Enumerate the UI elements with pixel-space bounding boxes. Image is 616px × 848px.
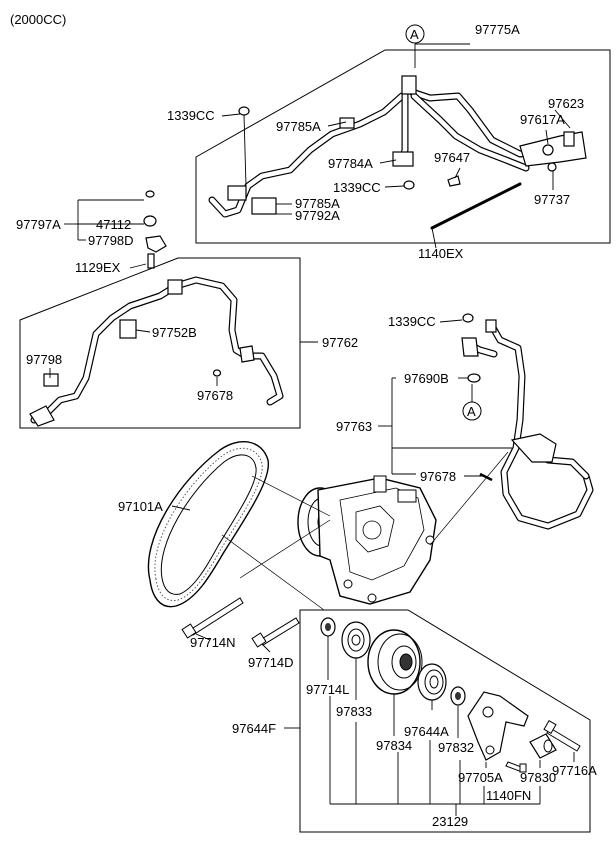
label-97644F: 97644F	[232, 721, 276, 736]
group-box-97644F	[299, 609, 591, 833]
group-box-97762	[19, 257, 301, 429]
label-97644A: 97644A	[404, 724, 449, 739]
label-23129: 23129	[432, 814, 468, 829]
compressor-body	[297, 475, 437, 605]
nut-1339CC-mid	[403, 180, 415, 190]
label-97833: 97833	[336, 704, 372, 719]
label-97785A-lower: 97785A	[295, 196, 340, 211]
label-1339CC-top: 1339CC	[167, 108, 215, 123]
washer-97714L	[320, 617, 336, 637]
clip-97798	[43, 373, 59, 387]
cap-97797A	[145, 190, 155, 198]
hose-97763	[468, 322, 594, 530]
bolt-1129EX	[147, 253, 155, 269]
label-97647: 97647	[434, 150, 470, 165]
label-97830: 97830	[520, 770, 556, 785]
label-97617A: 97617A	[520, 112, 565, 127]
label-97737: 97737	[534, 192, 570, 207]
bracket-97705A	[467, 691, 529, 761]
label-97101A: 97101A	[118, 499, 163, 514]
service-port-97775A	[401, 75, 417, 95]
hose-97775A	[208, 88, 544, 218]
label-97678-left: 97678	[197, 388, 233, 403]
label-47112: 47112	[96, 217, 131, 232]
fitting-97762-top	[167, 279, 183, 295]
label-97797A: 97797A	[16, 217, 61, 232]
label-97714D: 97714D	[248, 655, 294, 670]
label-97752B: 97752B	[152, 325, 197, 340]
fitting-97763-upper	[461, 337, 479, 357]
ref-marker-a-lower-label: A	[467, 404, 476, 419]
label-97678-right: 97678	[420, 469, 456, 484]
fitting-97785A-lower	[227, 185, 247, 201]
ref-marker-a-top: A	[405, 24, 425, 44]
sensor-97752B	[119, 319, 137, 339]
label-1140EX: 1140EX	[418, 246, 464, 261]
label-97832: 97832	[438, 740, 474, 755]
bracket-97784A	[392, 151, 414, 167]
label-1339CC-right: 1339CC	[388, 314, 436, 329]
bolt-97714D	[251, 617, 300, 648]
label-97785A-top: 97785A	[276, 119, 321, 134]
label-1129EX: 1129EX	[75, 260, 121, 275]
nut-1339CC-right	[462, 313, 474, 323]
grommet-47112	[143, 215, 157, 227]
oring-97678-left	[212, 369, 222, 377]
bolt-97714N	[181, 597, 244, 639]
fitting-97762-end	[239, 345, 255, 363]
label-97784A: 97784A	[328, 156, 373, 171]
tube-97762	[30, 276, 284, 424]
label-97716A: 97716A	[552, 763, 597, 778]
bracket-97792A	[251, 197, 277, 215]
ref-marker-a-top-label: A	[410, 27, 419, 42]
oring-97617A	[542, 144, 554, 156]
label-97834: 97834	[376, 738, 412, 753]
washer-97737	[547, 162, 557, 172]
label-97714L: 97714L	[306, 682, 349, 697]
label-1140FN: 1140FN	[486, 788, 531, 803]
label-97798D: 97798D	[88, 233, 134, 248]
group-box-97775A	[195, 49, 611, 244]
pulley-97833	[341, 621, 371, 659]
clamp-97798D	[145, 235, 167, 253]
label-97792A: 97792A	[295, 208, 340, 223]
port-97763	[485, 319, 497, 333]
bearing-97832	[450, 686, 466, 706]
label-97714N: 97714N	[190, 635, 236, 650]
bolt-1140FN	[505, 761, 527, 773]
engine-variant-header: (2000CC)	[10, 12, 66, 27]
label-97775A: 97775A	[475, 22, 520, 37]
label-97705A: 97705A	[458, 770, 503, 785]
coil-97644A	[417, 663, 447, 701]
v-belt-97101A	[147, 441, 270, 608]
label-97798: 97798	[26, 352, 62, 367]
label-97762: 97762	[322, 335, 358, 350]
oring-97690B	[467, 373, 481, 383]
fitting-97762-start	[29, 405, 55, 427]
tensioner-97830	[529, 733, 557, 759]
nut-1339CC-top	[238, 106, 250, 116]
pulley-97834	[367, 629, 423, 695]
label-1339CC-mid: 1339CC	[333, 180, 381, 195]
bolt-97716A	[543, 719, 581, 752]
label-97763: 97763	[336, 419, 372, 434]
label-97690B: 97690B	[404, 371, 449, 386]
muffler-97763	[510, 433, 557, 463]
valve-97623	[563, 131, 575, 147]
bolt-97647	[447, 175, 461, 187]
label-97623: 97623	[548, 96, 584, 111]
ref-marker-a-lower: A	[462, 401, 482, 421]
